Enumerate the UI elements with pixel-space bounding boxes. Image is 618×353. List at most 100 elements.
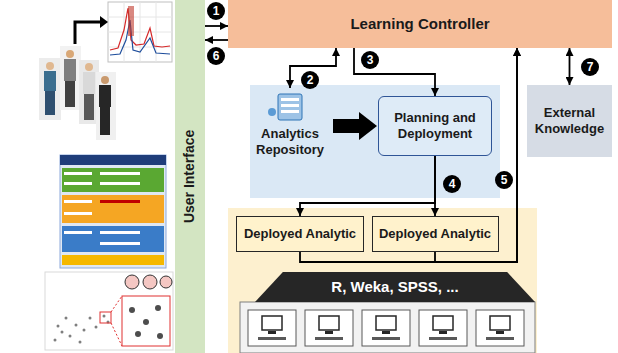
pointer-arrow	[75, 22, 100, 44]
scatter-plot	[157, 333, 163, 339]
planning-box: Planning and Deployment	[378, 96, 492, 156]
computer-cluster	[376, 316, 396, 330]
computer-cluster	[490, 316, 510, 330]
node-text: External Knowledge	[531, 105, 608, 136]
scatter-plot	[122, 296, 170, 346]
computer-cluster	[486, 337, 514, 340]
computer-cluster	[496, 331, 504, 334]
scatter-plot	[69, 335, 72, 338]
people-photos	[66, 50, 74, 58]
computer-cluster	[439, 331, 447, 334]
node-text: Planning and Deployment	[383, 110, 487, 141]
knowledge-box: External Knowledge	[527, 85, 612, 157]
scatter-plot	[129, 307, 135, 313]
flow-arrow	[290, 48, 336, 88]
tool-trapezoid: R, Weka, SPSS, ...	[255, 272, 535, 302]
repository-icon	[281, 110, 299, 113]
scatter-plot	[57, 325, 60, 328]
people-photos	[100, 107, 110, 135]
node-text: Deployed Analytic	[244, 226, 356, 242]
results-table-screenshot	[64, 212, 92, 215]
analytic-box: Deployed Analytic	[372, 216, 499, 252]
scatter-plot	[125, 275, 139, 289]
pointer-arrow	[75, 16, 108, 44]
results-table-screenshot	[60, 155, 166, 165]
people-photos	[84, 94, 94, 120]
results-table-screenshot	[60, 155, 166, 268]
analytic-box: Deployed Analytic	[236, 216, 364, 252]
scatter-plot	[160, 276, 172, 288]
scatter-plot	[54, 339, 57, 342]
scatter-plot	[100, 312, 111, 323]
signal-plot	[108, 2, 172, 62]
people-photos	[65, 81, 75, 107]
callout-number: 2	[301, 71, 319, 89]
people-photos	[96, 72, 116, 140]
results-table-screenshot	[60, 155, 166, 268]
scatter-plot	[65, 317, 68, 320]
people-photos	[99, 85, 111, 107]
computer-cluster	[319, 316, 339, 330]
scatter-plot	[45, 272, 173, 350]
scatter-plot	[79, 341, 82, 344]
computer-cluster	[476, 310, 524, 346]
computer-cluster	[240, 302, 535, 353]
results-table-screenshot	[100, 182, 140, 185]
flow-arrow	[354, 48, 435, 96]
callout-number: 3	[361, 51, 379, 69]
people-photos	[44, 71, 56, 91]
repository-icon	[268, 108, 276, 116]
scatter-plot	[83, 329, 86, 332]
block-arrow	[333, 119, 359, 133]
scatter-plot	[45, 272, 173, 350]
node-text: Deployed Analytic	[379, 226, 491, 242]
people-photos	[39, 46, 116, 140]
flow-arrow	[205, 39, 228, 41]
results-table-screenshot	[62, 255, 164, 265]
results-table-screenshot	[62, 195, 164, 223]
repository-icon	[281, 104, 299, 107]
callout-number: 1	[207, 2, 225, 20]
repository-icon	[268, 94, 302, 120]
deployment-panel	[228, 208, 537, 353]
people-photos	[85, 63, 93, 71]
repository-icon	[278, 94, 302, 120]
signal-plot	[128, 6, 134, 36]
results-table-screenshot	[64, 200, 92, 203]
computer-cluster	[433, 316, 453, 330]
pointer-arrow	[100, 16, 108, 28]
flow-arrow	[205, 25, 228, 27]
computer-cluster	[248, 310, 296, 346]
flow-arrow	[434, 156, 436, 216]
interface-band: User Interface	[175, 0, 205, 353]
results-table-screenshot	[64, 172, 92, 175]
scatter-plot	[95, 326, 98, 329]
people-photos	[39, 58, 61, 120]
people-photos	[101, 76, 109, 84]
scatter-plot	[143, 319, 149, 325]
flow-arrow	[569, 48, 571, 85]
results-table-screenshot	[100, 172, 140, 175]
computer-cluster	[382, 331, 390, 334]
repository-label: Analytics Repository	[250, 88, 330, 162]
repository-icon	[281, 98, 299, 101]
callout-number: 5	[495, 171, 513, 189]
node-text: Learning Controller	[350, 15, 489, 33]
people-photos	[64, 59, 76, 81]
results-table-screenshot	[64, 182, 92, 185]
signal-plot	[108, 2, 172, 62]
computer-cluster	[262, 316, 282, 330]
computer-cluster	[429, 337, 457, 340]
results-table-screenshot	[62, 226, 164, 252]
results-table-screenshot	[100, 231, 140, 234]
signal-plot	[110, 20, 170, 55]
computer-cluster	[315, 337, 343, 340]
results-table-screenshot	[100, 242, 140, 245]
people-photos	[46, 62, 54, 70]
computer-cluster	[240, 302, 535, 353]
node-text: Analytics Repository	[254, 126, 326, 157]
computer-cluster	[268, 331, 276, 334]
people-photos	[60, 46, 81, 110]
